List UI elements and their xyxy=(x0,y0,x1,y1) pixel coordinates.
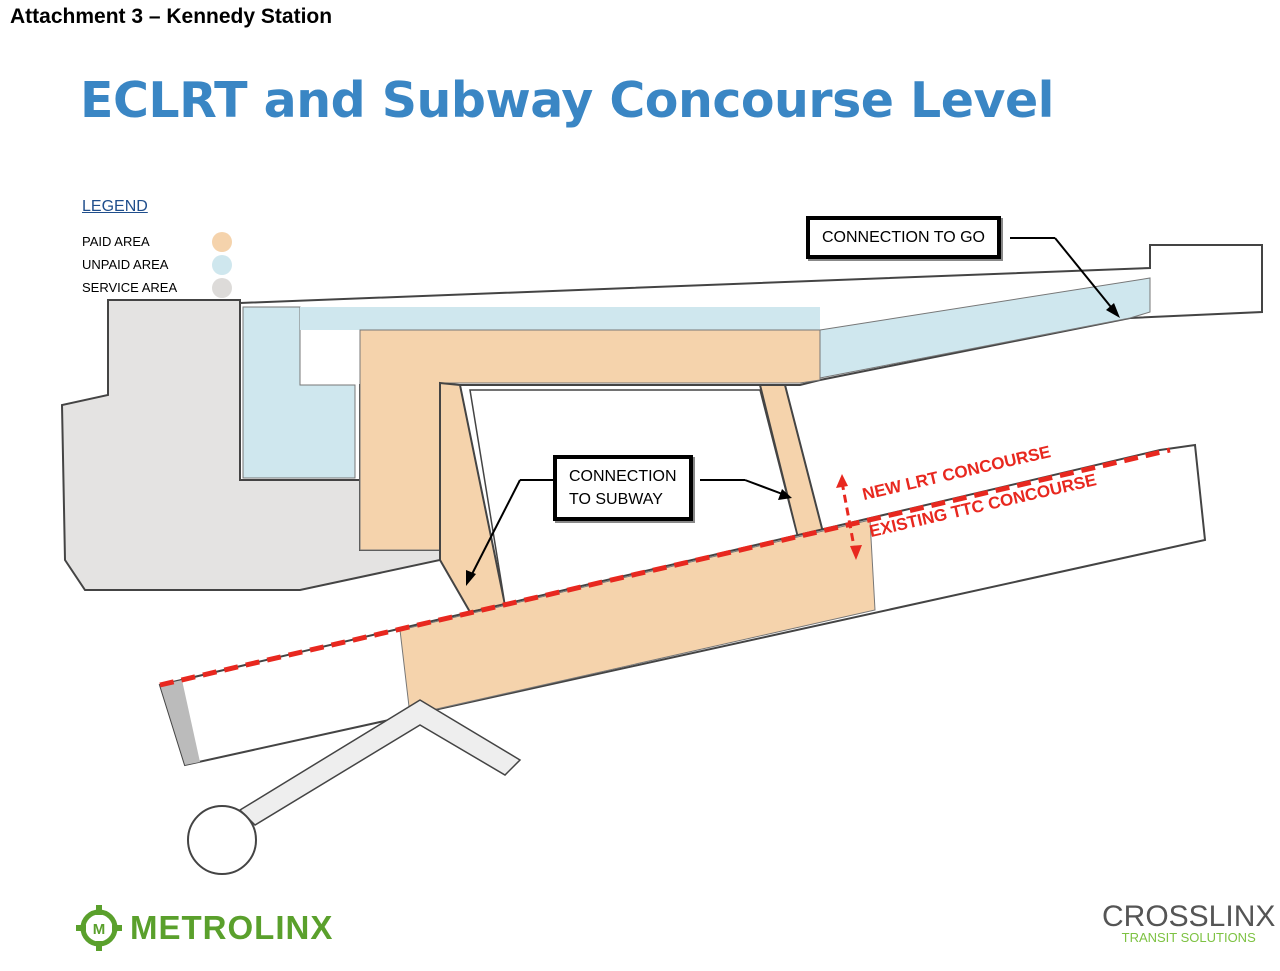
callout-connection-to-go: CONNECTION TO GO xyxy=(806,216,1001,259)
unpaid-swatch xyxy=(212,254,232,275)
loop-circle xyxy=(187,805,257,875)
boundary-arrow xyxy=(840,481,857,553)
legend-item-unpaid: UNPAID AREA xyxy=(82,253,232,276)
platform-end-west xyxy=(160,680,200,765)
concourse-boundary xyxy=(159,447,1171,688)
subway-arrowhead-west-icon xyxy=(466,570,476,586)
paid-area-upper xyxy=(359,329,821,551)
legend: LEGEND PAID AREA UNPAID AREA SERVICE ARE… xyxy=(82,198,232,299)
legend-item-service: SERVICE AREA xyxy=(82,276,232,299)
crosslinx-logo: CROSSLINX TRANSIT SOLUTIONS xyxy=(1102,900,1276,945)
paid-swatch xyxy=(212,231,232,252)
go-arrowhead-icon xyxy=(1106,303,1120,318)
arrow-down-icon xyxy=(850,545,862,560)
metrolinx-emblem-icon: M xyxy=(76,905,122,951)
paid-area-lower xyxy=(399,519,876,716)
subway-arrow-west-line xyxy=(469,479,521,579)
service-swatch xyxy=(212,277,232,298)
subway-arrow-east-line xyxy=(744,479,786,496)
attachment-heading: Attachment 3 – Kennedy Station xyxy=(10,5,333,28)
svg-text:M: M xyxy=(93,921,106,938)
metrolinx-logo: M METROLINX xyxy=(76,905,333,951)
page-title: ECLRT and Subway Concourse Level xyxy=(80,72,1054,129)
subway-arrowhead-east-icon xyxy=(778,489,792,500)
go-arrow-line xyxy=(1054,237,1116,313)
legend-title: LEGEND xyxy=(82,198,148,215)
unpaid-corridor xyxy=(300,307,820,330)
arrow-up-icon xyxy=(836,474,848,488)
legend-item-paid: PAID AREA xyxy=(82,230,232,253)
